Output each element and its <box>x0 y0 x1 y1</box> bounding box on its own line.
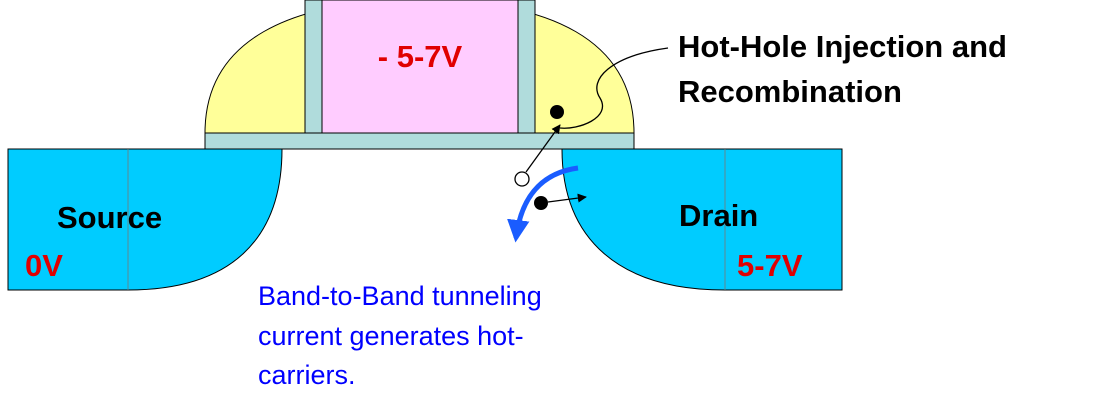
drain-label: Drain <box>679 198 758 233</box>
gate-electrode <box>321 0 519 134</box>
oxide-liner-left <box>304 0 323 134</box>
electron-drift-arrow <box>547 193 587 203</box>
callout-title-line2: Recombination <box>678 74 902 109</box>
drain-voltage-label: 5-7V <box>737 248 803 283</box>
source-label: Source <box>57 200 162 235</box>
callout-leader-line <box>559 47 669 129</box>
hot-hole <box>514 171 530 187</box>
tunneling-current-arrow <box>507 165 579 243</box>
hole-injection-arrow <box>525 124 561 173</box>
source-voltage-label: 0V <box>25 248 63 283</box>
hot-electron <box>534 196 548 210</box>
caption-line1: Band-to-Band tunneling <box>258 281 542 311</box>
source-region <box>7 148 283 291</box>
caption-line3: carriers. <box>258 360 356 390</box>
trapped-electron <box>550 105 564 119</box>
callout-title-line1: Hot-Hole Injection and <box>678 29 1007 64</box>
gate-oxide <box>204 132 635 150</box>
caption-line2: current generates hot- <box>258 321 524 351</box>
gate-voltage-label: - 5-7V <box>378 39 463 74</box>
oxide-liner-right <box>517 0 536 134</box>
